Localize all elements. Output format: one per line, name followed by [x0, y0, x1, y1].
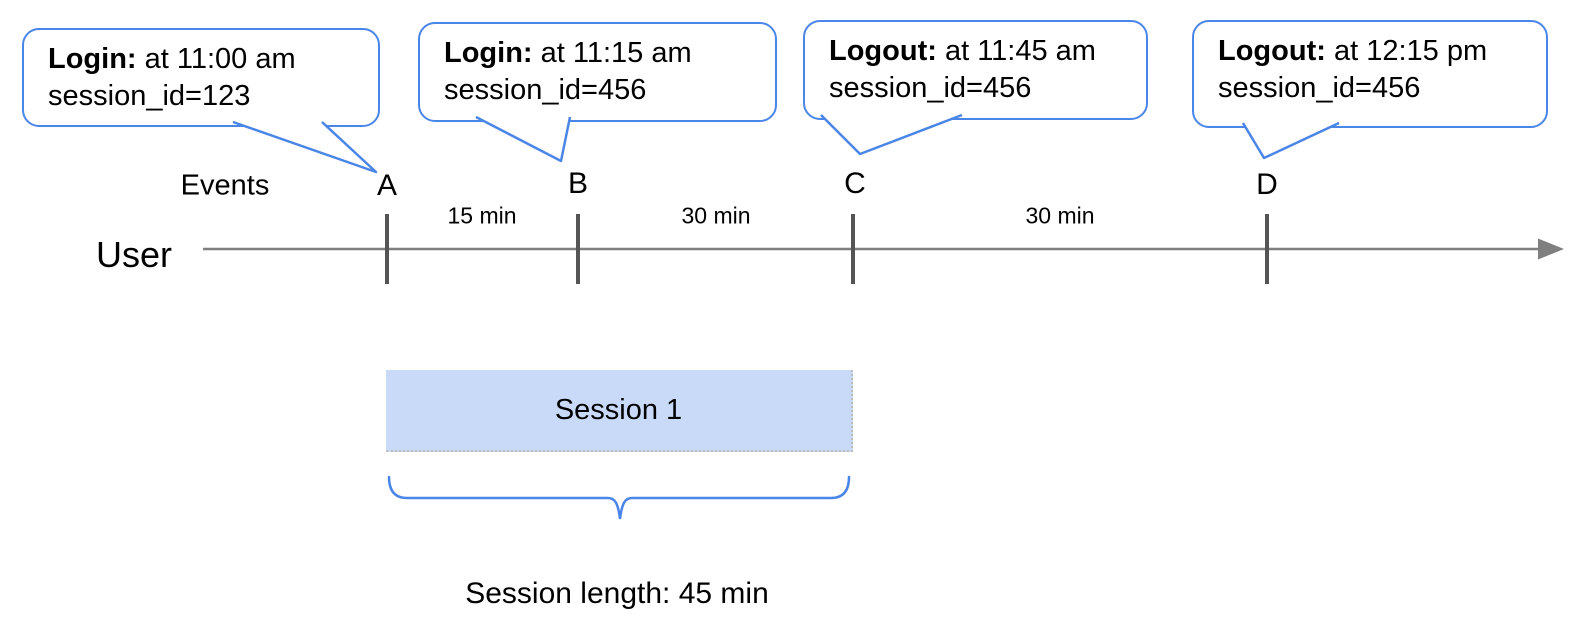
session-1-label: Session 1 [554, 393, 683, 426]
event-marker-b: B [567, 167, 589, 200]
callout-login-a: Login: at 11:00 am session_id=123 [22, 28, 380, 127]
session-1-box: Session 1 [386, 370, 853, 452]
session-id: session_id=456 [829, 72, 1032, 104]
callout-line-1: Login: at 11:00 am [48, 41, 354, 78]
callout-login-b: Login: at 11:15 am session_id=456 [418, 22, 777, 122]
event-time: at 11:45 am [944, 35, 1096, 67]
callout-line-2: session_id=456 [444, 72, 751, 109]
events-row-label: Events [180, 169, 270, 202]
callout-logout-c: Logout: at 11:45 am session_id=456 [803, 20, 1148, 120]
event-time: at 11:00 am [144, 43, 296, 75]
callout-line-1: Logout: at 11:45 am [829, 33, 1122, 70]
callout-tail-a [232, 120, 378, 174]
callout-line-2: session_id=123 [48, 78, 354, 115]
user-row-label: User [95, 234, 173, 275]
interval-c-d: 30 min [1025, 202, 1095, 229]
callout-line-2: session_id=456 [829, 70, 1122, 107]
event-time: at 11:15 am [540, 37, 692, 69]
session-brace [387, 475, 851, 520]
event-type-label: Logout: [829, 35, 937, 67]
event-marker-a: A [376, 169, 398, 202]
callout-line-1: Login: at 11:15 am [444, 35, 751, 72]
event-marker-c: C [844, 167, 866, 200]
event-time: at 12:15 pm [1333, 35, 1488, 67]
timeline-arrowhead-icon [1538, 238, 1564, 260]
session-id: session_id=123 [48, 80, 251, 112]
callout-tail-b [475, 115, 572, 163]
session-id: session_id=456 [1218, 72, 1421, 104]
event-type-label: Logout: [1218, 35, 1326, 67]
callout-line-1: Logout: at 12:15 pm [1218, 33, 1522, 70]
callout-tail-d [1241, 121, 1340, 160]
event-type-label: Login: [48, 43, 137, 75]
interval-b-c: 30 min [681, 202, 751, 229]
event-marker-d: D [1256, 168, 1278, 201]
callout-tail-c [820, 113, 963, 156]
interval-a-b: 15 min [447, 202, 517, 229]
session-length-label: Session length: 45 min [465, 577, 769, 610]
event-type-label: Login: [444, 37, 533, 69]
callout-logout-d: Logout: at 12:15 pm session_id=456 [1192, 20, 1548, 128]
callout-line-2: session_id=456 [1218, 70, 1522, 107]
session-id: session_id=456 [444, 74, 647, 106]
